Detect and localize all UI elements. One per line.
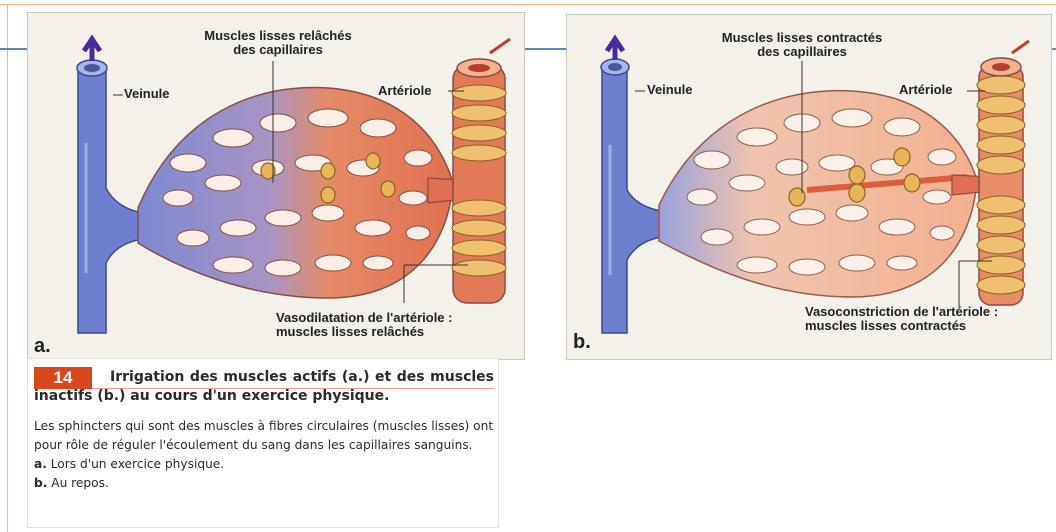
capillary-bed-constricted — [659, 91, 977, 297]
top-border-line — [0, 4, 1056, 5]
left-border-line — [7, 4, 8, 532]
capillary-bed-dilated — [138, 87, 453, 298]
panel-b-arteriole-label: Artériole — [899, 83, 952, 97]
panel-a-venule-label: Veinule — [124, 87, 170, 101]
arrow-out-icon — [607, 39, 623, 60]
caption-description: Les sphincters qui sont des muscles à fi… — [34, 417, 494, 455]
caption-title: Irrigation des muscles actifs (a.) et de… — [34, 368, 494, 406]
panel-b: Muscles lisses contractés des capillaire… — [566, 14, 1052, 360]
blue-rule-middle — [522, 48, 568, 50]
venule-vessel — [601, 59, 662, 333]
caption-item-b-letter: b. — [34, 476, 47, 490]
arteriole-constricted — [977, 58, 1025, 305]
panel-b-venule-label: Veinule — [647, 83, 693, 97]
figure-number-badge: 14 — [34, 367, 92, 389]
caption-item-b: b. Au repos. — [34, 474, 494, 493]
arteriole-dilated — [452, 59, 506, 303]
panel-b-top-label: Muscles lisses contractés des capillaire… — [697, 31, 907, 59]
panel-a-arteriole-label: Artériole — [378, 84, 431, 98]
panel-a: Muscles lisses relâchés des capillaires … — [27, 12, 525, 360]
panel-a-top-label: Muscles lisses relâchés des capillaires — [178, 29, 378, 57]
caption-item-a-letter: a. — [34, 457, 47, 471]
arrow-in-icon — [490, 39, 510, 53]
arrow-out-icon — [84, 39, 100, 61]
panel-a-bottom-label: Vasodilatation de l'artériole : muscles … — [276, 311, 452, 339]
caption-item-b-text: Au repos. — [51, 476, 109, 490]
caption-body: Les sphincters qui sont des muscles à fi… — [34, 417, 494, 493]
caption-item-a-text: Lors d'un exercice physique. — [51, 457, 224, 471]
panel-a-letter: a. — [34, 335, 51, 358]
arrow-in-icon — [1012, 41, 1029, 53]
caption-item-a: a. Lors d'un exercice physique. — [34, 455, 494, 474]
panel-b-bottom-label: Vasoconstriction de l'artériole : muscle… — [805, 305, 998, 333]
panel-a-diagram — [28, 13, 524, 359]
panel-b-letter: b. — [573, 331, 591, 354]
blue-rule-left — [0, 48, 30, 50]
figure-caption: Irrigation des muscles actifs (a.) et de… — [27, 358, 499, 528]
